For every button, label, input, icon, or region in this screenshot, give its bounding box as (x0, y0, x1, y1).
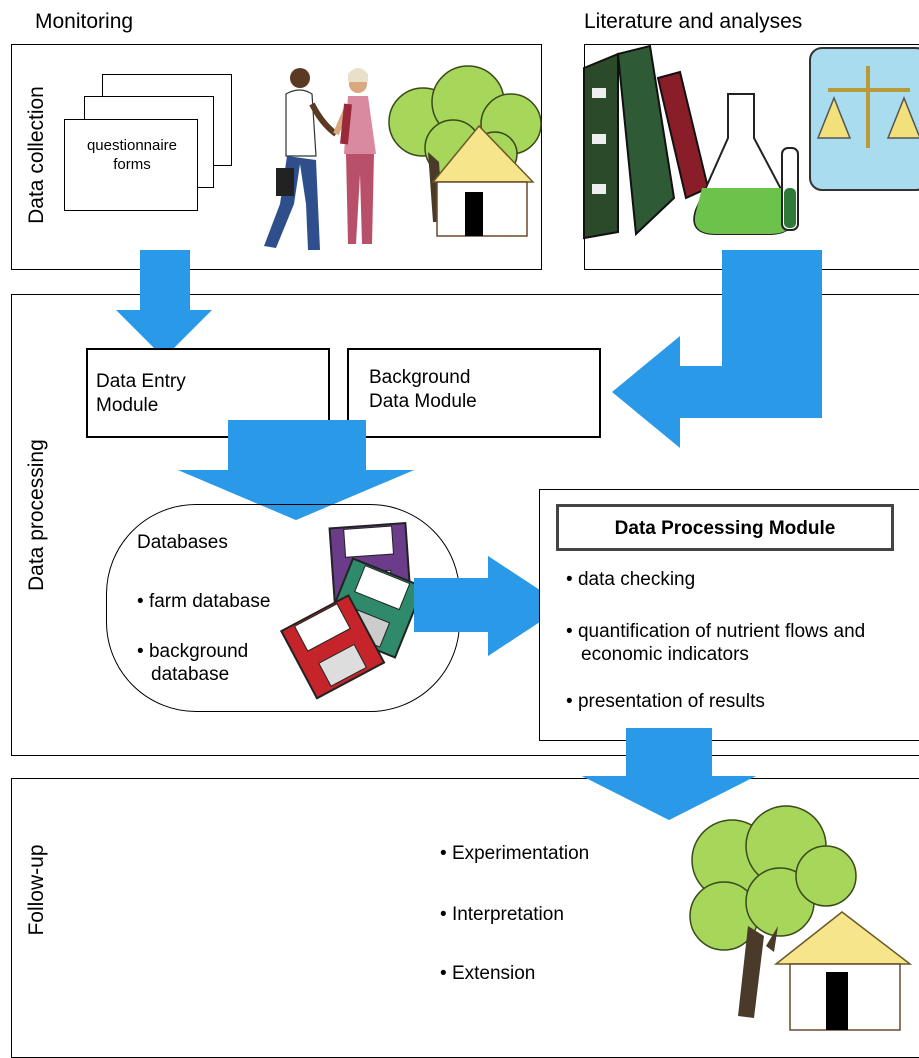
books-flask-scale-icon (583, 44, 919, 240)
tree-hut-icon (689, 805, 913, 1031)
data-collection-panel (11, 44, 542, 270)
processing-item-checking: • data checking (566, 569, 696, 590)
followup-item-interpretation: • Interpretation (440, 904, 564, 925)
form-sheet-front: questionnaire forms (64, 119, 198, 211)
processing-item-quantification: • quantification of nutrient flows and e… (566, 621, 866, 665)
data-processing-module-title: Data Processing Module (614, 518, 836, 539)
followup-item-experimentation: • Experimentation (440, 843, 590, 864)
tree-hut-icon (388, 65, 542, 237)
databases-title: Databases (137, 532, 228, 553)
background-data-module-label: Background Data Module (369, 367, 477, 412)
processing-item-presentation: • presentation of results (566, 691, 765, 712)
followup-item-extension: • Extension (440, 963, 536, 984)
background-data-module: Background Data Module (347, 348, 601, 438)
databases-item-background: • background database (137, 641, 249, 685)
literature-heading: Literature and analyses (584, 10, 803, 33)
floppy-disks-icon (279, 522, 425, 700)
data-processing-panel (11, 294, 919, 756)
questionnaire-forms-label: questionnaire forms (86, 137, 178, 173)
arrow-literature-to-background (612, 250, 822, 448)
data-entry-module-label: Data Entry Module (96, 371, 186, 416)
arrow-monitoring-to-entry (116, 250, 212, 358)
data-processing-module-title-box: Data Processing Module (556, 504, 894, 551)
monitoring-heading: Monitoring (35, 10, 134, 33)
people-handshake-icon (264, 68, 376, 250)
databases-item-farm: • farm database (137, 591, 271, 612)
